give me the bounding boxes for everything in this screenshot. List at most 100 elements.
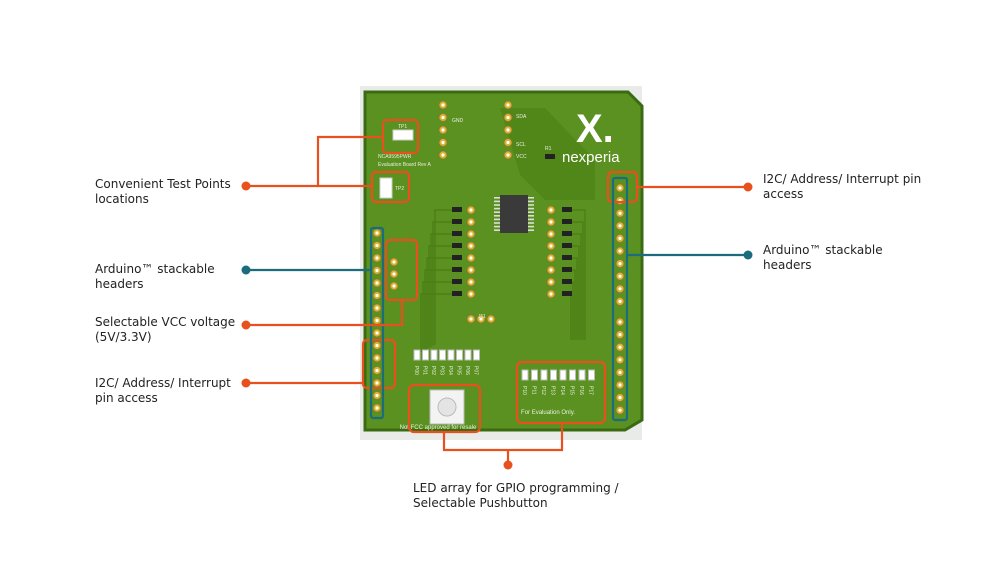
top-pin-hole (506, 128, 510, 132)
led (521, 369, 529, 381)
ic-pin (528, 200, 534, 203)
test-points-leader (246, 135, 383, 188)
part-number: NCA9595PWR (378, 154, 412, 160)
trace (572, 257, 578, 340)
left-header-pin-hole (375, 281, 379, 285)
tp1-label: TP1 (398, 124, 407, 130)
led-dot (503, 460, 513, 470)
annotation-line: headers (763, 258, 812, 272)
led (569, 369, 576, 381)
resistor (452, 231, 462, 236)
annotation-line: I2C/ Address/ Interrupt pin (763, 172, 922, 186)
right-header-pin-hole (618, 408, 622, 412)
resistor (562, 255, 572, 260)
j-header-pin-hole (469, 244, 473, 248)
led (456, 349, 463, 361)
ic-pin (494, 222, 500, 224)
annotation-line: Arduino™ stackable (95, 262, 215, 276)
top-pin-hole (441, 153, 445, 157)
ic-pin (528, 218, 534, 221)
arduino-headers (372, 183, 625, 415)
gnd-label: GND (452, 118, 464, 124)
right-header-pin-hole (618, 262, 622, 266)
top-pin-hole (441, 115, 445, 120)
led-label: P15 (569, 386, 575, 395)
led-label: P13 (550, 386, 556, 395)
vcc-jumper-pin-hole (392, 284, 396, 288)
resistor-pin-headers (452, 205, 572, 324)
resistor (562, 207, 572, 212)
ic-pin (528, 204, 534, 206)
i2c-left-highlight (361, 338, 397, 390)
arduino-left-highlight (369, 226, 385, 420)
right-header-pin-hole (618, 211, 622, 215)
led (422, 349, 429, 361)
resistor (452, 291, 462, 296)
top-pin-hole (506, 153, 510, 157)
led (447, 349, 455, 361)
vcc-leader (246, 300, 404, 327)
trace (572, 269, 576, 340)
right-header-pin-hole (618, 358, 622, 362)
right-header-pin-hole (618, 396, 622, 400)
ic-pin (528, 225, 534, 228)
annotation-line: locations (95, 192, 149, 206)
resistor (562, 219, 572, 224)
left-header-pin-hole (375, 393, 379, 398)
annotation-line: LED array for GPIO programming / (413, 481, 619, 495)
resistor (452, 267, 462, 272)
j-header-pin-hole (469, 220, 473, 224)
right-header-pin-hole (618, 249, 622, 253)
j11-pin-hole (469, 317, 473, 321)
sda-label: SDA (516, 114, 527, 120)
tp2-connector (379, 177, 393, 199)
r1-label: R1 (545, 146, 552, 152)
board-subtitle: Evaluation Board Rev A (378, 162, 431, 168)
vcc-dot (241, 320, 251, 330)
left-header-pin-hole (375, 368, 379, 373)
trace (572, 281, 574, 340)
right-header-pin-hole (618, 320, 622, 324)
resistor (562, 279, 572, 284)
j-header-pin-hole (469, 208, 473, 212)
left-header-pin-hole (375, 231, 379, 235)
right-header-pin-hole (618, 224, 622, 228)
ic-pin (494, 218, 500, 221)
right-header-pin-hole (618, 370, 622, 374)
left-header-pin-hole (375, 331, 379, 335)
arduino-left-annotation: Arduino™ stackable headers (95, 262, 215, 292)
resistor (452, 279, 462, 284)
trace (422, 281, 452, 351)
pushbutton-cap[interactable] (437, 397, 457, 417)
trace (424, 269, 452, 350)
annotation-line: (5V/3.3V) (95, 330, 152, 344)
trace (572, 245, 580, 340)
ic-pin (494, 211, 500, 213)
trace (572, 233, 582, 340)
annotation-line: Arduino™ stackable (763, 243, 883, 257)
trace (572, 209, 586, 340)
j-header-pin-hole (549, 220, 553, 224)
led (473, 349, 480, 361)
annotation-line: Convenient Test Points (95, 177, 231, 191)
led-label: P12 (540, 386, 546, 395)
led-label: P01 (422, 366, 428, 375)
j-header-pin-hole (469, 232, 473, 236)
tp2-label: TP2 (395, 186, 404, 192)
left-header-pin-hole (375, 268, 379, 273)
vcc-annotation: Selectable VCC voltage (5V/3.3V) (95, 315, 235, 345)
nexperia-logo-mark: X. (576, 107, 614, 151)
led (430, 349, 438, 361)
j-header-pin-hole (469, 292, 473, 296)
led (540, 369, 548, 381)
resistor (452, 219, 462, 224)
led (588, 369, 595, 381)
fcc-note: Not FCC approved for resale (400, 425, 477, 431)
j-header-pin-hole (549, 244, 553, 248)
ic-pin (494, 197, 500, 199)
top-pin-hole (506, 140, 510, 145)
led-label: P00 (413, 366, 419, 375)
annotation-line: Selectable Pushbutton (413, 496, 548, 510)
i2c-left-dot (241, 378, 251, 388)
